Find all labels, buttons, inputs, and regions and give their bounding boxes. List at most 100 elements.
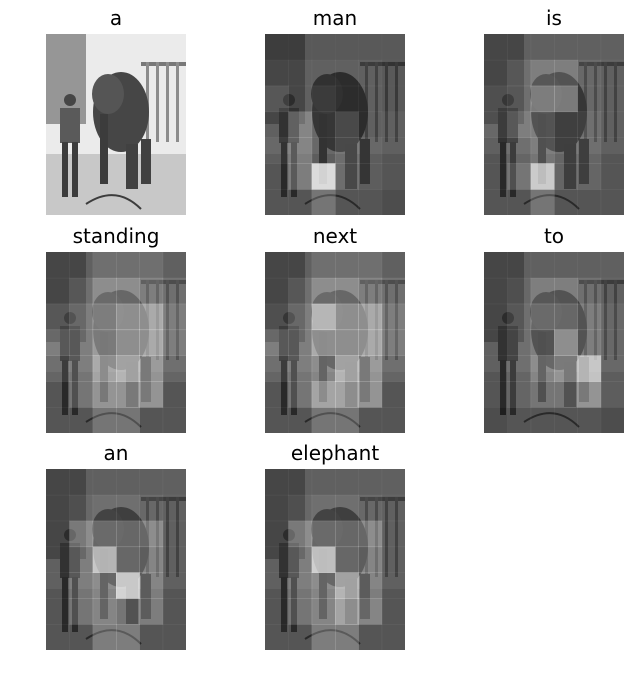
attention-cell: [530, 137, 555, 164]
attention-cell: [554, 355, 578, 382]
attention-cell: [46, 494, 70, 522]
elephant-ear: [530, 74, 562, 114]
attention-cell: [69, 572, 94, 599]
attention-cell: [288, 85, 313, 113]
attention-cell: [577, 407, 602, 433]
attention-cell: [288, 111, 313, 138]
attention-cell: [288, 407, 313, 433]
attention-cell: [311, 277, 336, 305]
ground: [46, 372, 186, 433]
structure-beam: [141, 280, 186, 284]
man-leg: [291, 577, 297, 632]
elephant-trunk: [319, 332, 327, 402]
elephant-trunk: [100, 549, 108, 619]
attention-cell: [311, 469, 336, 496]
attention-cell: [116, 624, 140, 650]
attention-cell: [311, 329, 336, 356]
attention-cell: [311, 355, 336, 382]
attention-cell: [507, 85, 532, 113]
attention-cell: [265, 546, 289, 573]
attention-cell: [358, 189, 383, 215]
attention-cell: [577, 111, 602, 138]
elephant-leg: [564, 144, 576, 189]
attention-cell: [139, 252, 164, 279]
attention-cell: [139, 494, 164, 522]
attention-cell: [139, 329, 164, 356]
man-head: [64, 529, 76, 541]
attention-cell: [265, 59, 289, 87]
structure-post: [395, 280, 398, 360]
attention-cell: [484, 189, 508, 215]
attention-cell: [265, 163, 289, 190]
panel-title: elephant: [290, 441, 380, 465]
attention-cell: [484, 85, 508, 113]
attention-cell: [311, 34, 336, 61]
attention-cell: [265, 111, 289, 138]
attention-cell: [311, 252, 336, 279]
structure-post: [385, 280, 388, 360]
attention-cell: [335, 303, 359, 331]
attention-cell: [484, 355, 508, 382]
hose: [304, 194, 361, 210]
attention-cell: [577, 381, 602, 408]
attention-cell: [92, 329, 117, 356]
attention-cell: [311, 624, 336, 650]
attention-cell: [46, 469, 70, 496]
attention-cell: [46, 355, 70, 382]
man-head: [283, 529, 295, 541]
attention-cell: [265, 189, 289, 215]
attention-cell: [507, 329, 532, 356]
attention-cell: [92, 303, 117, 331]
attention-cell: [116, 329, 140, 356]
attention-cell: [600, 189, 624, 215]
attention-cell: [335, 469, 359, 496]
attention-cell: [600, 381, 624, 408]
attention-cell: [507, 163, 532, 190]
structure-post: [166, 62, 169, 142]
attention-cell: [116, 520, 140, 548]
attention-cell: [139, 520, 164, 548]
elephant-ear: [92, 74, 124, 114]
attention-cell: [69, 494, 94, 522]
attention-cell: [381, 163, 405, 190]
attention-cell: [116, 598, 140, 625]
attention-cell: [358, 303, 383, 331]
man-head: [64, 94, 76, 106]
attention-cell: [507, 34, 532, 61]
man-torso: [279, 108, 299, 143]
attention-cell: [265, 469, 289, 496]
attention-cell: [507, 137, 532, 164]
elephant-leg: [141, 357, 151, 402]
attention-cell: [600, 355, 624, 382]
attention-cell: [358, 355, 383, 382]
attention-cell: [577, 189, 602, 215]
attention-cell: [139, 381, 164, 408]
elephant-leg: [141, 574, 151, 619]
attention-cell: [484, 34, 508, 61]
man-leg: [62, 577, 68, 632]
attention-cell: [381, 381, 405, 408]
attention-cell: [46, 252, 70, 279]
man-leg: [62, 142, 68, 197]
attention-cell: [116, 572, 140, 599]
structure-beam: [360, 62, 405, 66]
attention-cell: [46, 407, 70, 433]
attention-cell: [530, 85, 555, 113]
panel-svg: [265, 34, 405, 215]
attention-cell: [265, 303, 289, 331]
attention-cell: [358, 624, 383, 650]
attention-cell: [507, 189, 532, 215]
panel-title: standing: [72, 224, 160, 248]
attention-map: [265, 252, 405, 433]
panel-svg: [46, 252, 186, 433]
attention-cell: [288, 277, 313, 305]
attention-cell: [92, 469, 117, 496]
attention-cell: [600, 111, 624, 138]
attention-cell: [554, 381, 578, 408]
elephant-leg: [126, 144, 138, 189]
attention-cell: [265, 137, 289, 164]
attention-cell: [265, 355, 289, 382]
attention-cell: [288, 381, 313, 408]
attention-cell: [554, 137, 578, 164]
attention-cell: [265, 85, 289, 113]
